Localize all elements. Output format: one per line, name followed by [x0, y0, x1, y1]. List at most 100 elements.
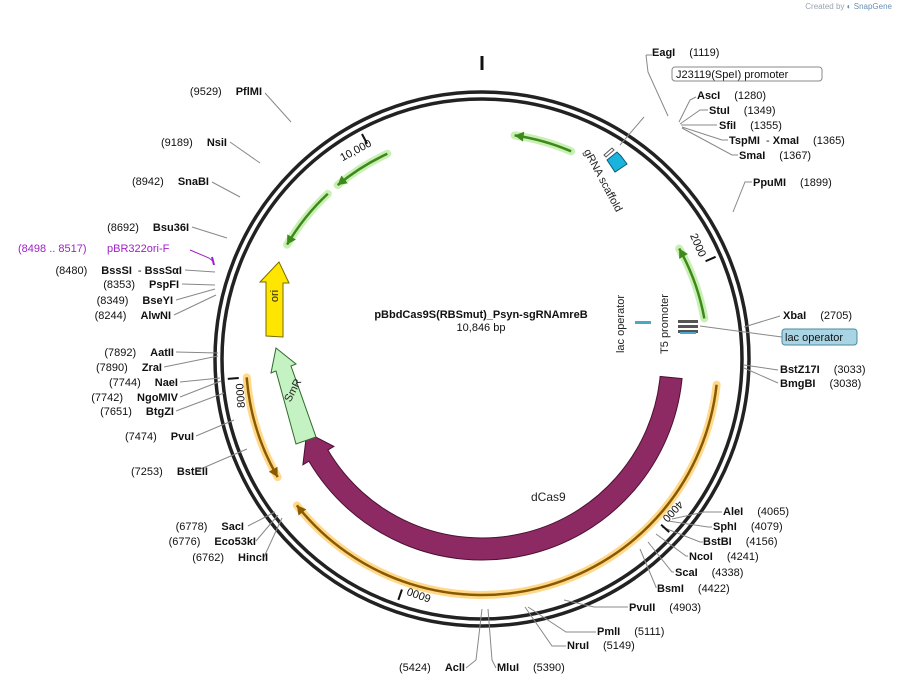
- svg-text:StuI(1349): StuI (1349): [709, 105, 776, 117]
- orange-region-left-halo: [242, 373, 282, 482]
- svg-text:XbaI(2705): XbaI(2705): [783, 310, 852, 322]
- svg-text:SmaI(1367): SmaI(1367): [739, 150, 811, 162]
- site-pos: (8353): [103, 279, 135, 291]
- grna-scaffold-arrow: [606, 151, 628, 173]
- dcas9-arrow: [302, 375, 683, 561]
- site-name: BssSI: [101, 265, 132, 277]
- svg-text:PvuII(4903): PvuII(4903): [629, 602, 701, 614]
- svg-text:(7742)NgoMIV: (7742) NgoMIV: [91, 392, 178, 404]
- svg-text:NcoI(4241): NcoI (4241): [689, 551, 759, 563]
- svg-text:(7744)NaeI: (7744)NaeI: [109, 377, 178, 389]
- svg-text:(6762)HincII: (6762)HincII: [192, 552, 268, 564]
- svg-text:PmlI(5111): PmlI (5111): [597, 626, 664, 638]
- svg-text:(7253)BstEII: (7253) BstEII: [131, 466, 208, 478]
- site-pos: (1280): [734, 90, 766, 102]
- site-name: Bsu36I: [153, 222, 189, 234]
- site-name: BstEII: [177, 466, 208, 478]
- site-name: NaeI: [155, 377, 178, 389]
- svg-text:EagI(1119): EagI(1119): [652, 47, 719, 59]
- site-pos: (8942): [132, 176, 164, 188]
- site-pos: (1367): [779, 150, 811, 162]
- green-segment-right-halo: [675, 244, 709, 323]
- site-pos: (4241): [727, 551, 759, 563]
- site-pos: (5111): [634, 626, 664, 638]
- watermark-brand: SnapGene: [853, 2, 892, 11]
- site-name: StuI: [709, 105, 730, 117]
- site-name: AleI: [723, 506, 743, 518]
- backbone: [213, 56, 751, 628]
- site-pos: (7892): [104, 347, 136, 359]
- site-leader-lines: [163, 54, 781, 669]
- sites-left: (9529)PflMI (9189)NsiI (8942)SnaBI (8692…: [56, 86, 269, 564]
- site-name: ScaI: [675, 567, 698, 579]
- svg-text:MluI(5390): MluI(5390): [497, 662, 565, 674]
- site-name: AlwNI: [140, 310, 171, 322]
- feature-label-t5-promoter: T5 promoter: [659, 294, 671, 354]
- site-pos: (3033): [834, 364, 866, 376]
- tick-label: 8000: [234, 383, 248, 408]
- site-pos: (8349): [97, 295, 129, 307]
- site-pos: (7742): [91, 392, 123, 404]
- primer-pbr322ori-f: (8498 .. 8517) pBR322ori-F: [18, 243, 215, 266]
- orange-region-right-arrowhead: [296, 505, 307, 516]
- site-pos: (1349): [744, 105, 776, 117]
- site-name: XbaI: [783, 310, 806, 322]
- site-name: PspFI: [149, 279, 179, 291]
- site-name: NcoI: [689, 551, 713, 563]
- site-name: BtgZI: [146, 406, 174, 418]
- snapgene-logo-icon: ◐: [846, 2, 852, 11]
- site-name: PflMI: [236, 86, 262, 98]
- promoter-mark-3: [678, 330, 698, 333]
- site-name: SfiI: [719, 120, 736, 132]
- site-name: AscI: [697, 90, 720, 102]
- svg-text:(8692)Bsu36I: (8692) Bsu36I: [107, 222, 189, 234]
- feature-label-ori: ori: [269, 290, 281, 302]
- site-pos: (7474): [125, 431, 157, 443]
- site-name: NgoMIV: [137, 392, 179, 404]
- svg-text:AleI(4065): AleI(4065): [723, 506, 789, 518]
- svg-text:(6776)Eco53kI: (6776)Eco53kI: [169, 536, 256, 548]
- svg-text:(5424)AclI: (5424)AclI: [399, 662, 465, 674]
- site-name: BsmI: [657, 583, 684, 595]
- ori-arrow: [258, 261, 290, 338]
- site-pos: (6778): [176, 521, 208, 533]
- features-layer: [242, 116, 721, 599]
- site-pos: (4903): [669, 602, 701, 614]
- svg-text:TspMI - XmaI(1365): TspMI - XmaI(1365): [729, 135, 845, 147]
- site-pos: (8480): [56, 265, 88, 277]
- svg-text:(7892)AatII: (7892)AatII: [104, 347, 174, 359]
- site-pos: (7253): [131, 466, 163, 478]
- site-pos: (4422): [698, 583, 730, 595]
- svg-text:(7651)BtgZI: (7651) BtgZI: [100, 406, 174, 418]
- label-j23119: J23119(SpeI) promoter: [676, 69, 789, 81]
- site-name: TspMI: [729, 135, 760, 147]
- site-pos: (1365): [813, 135, 845, 147]
- tick-mark: [397, 589, 403, 601]
- svg-text:(6778)SacI: (6778)SacI: [176, 521, 244, 533]
- site-name: NsiI: [207, 137, 227, 149]
- feature-label-lac-operator: lac operator: [615, 295, 627, 353]
- svg-text:SphI(4079): SphI (4079): [713, 521, 783, 533]
- site-name: BstZ17I: [780, 364, 820, 376]
- svg-text:AscI(1280): AscI (1280): [697, 90, 766, 102]
- tick-mark: [361, 133, 369, 145]
- site-name: PmlI: [597, 626, 620, 638]
- site-pos: (1899): [800, 177, 832, 189]
- label-lac-operator-box: lac operator: [699, 325, 858, 346]
- site-pos: (4079): [751, 521, 783, 533]
- site-name: AclI: [445, 662, 465, 674]
- site-name: PvuI: [171, 431, 194, 443]
- orange-region-left-arrowhead: [268, 466, 278, 478]
- lac-operator-mark: [635, 321, 651, 324]
- green-segment-left-arrowhead: [287, 234, 296, 245]
- site-name: SphI: [713, 521, 737, 533]
- snapgene-watermark: Created by ◐ SnapGene: [805, 2, 892, 11]
- site-name: BssSαI: [145, 265, 182, 277]
- site-name: EagI: [652, 47, 675, 59]
- green-segment-upper-left-arrowhead: [337, 175, 348, 186]
- site-name: XmaI: [773, 135, 799, 147]
- site-pos: (8692): [107, 222, 139, 234]
- sites-right: EagI(1119) AscI (1280) StuI (1349) SfiI (13…: [399, 47, 866, 674]
- site-name: ZraI: [142, 362, 162, 374]
- site-pos: (7651): [100, 406, 132, 418]
